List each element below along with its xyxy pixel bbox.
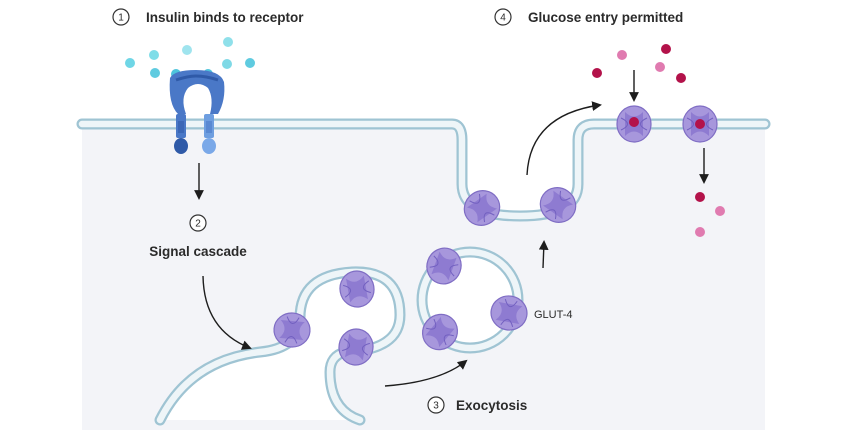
glucose-molecule	[629, 117, 639, 127]
glucose-molecule	[695, 119, 705, 129]
glucose-molecule	[715, 206, 725, 216]
plasma-membrane	[76, 118, 771, 222]
glucose-molecule	[617, 50, 627, 60]
step-3-label: Exocytosis	[456, 398, 527, 413]
arrow-endosome-to-vesicle	[384, 359, 468, 387]
glucose-molecule	[695, 192, 705, 202]
step-2-number: 2	[195, 219, 201, 230]
endosome-membrane	[154, 266, 406, 426]
step-2: 2 Signal cascade	[149, 214, 247, 259]
glucose-molecule	[655, 62, 665, 72]
step-4-label: Glucose entry permitted	[528, 10, 683, 25]
glucose-molecule	[676, 73, 686, 83]
arrow-cascade-to-endosome	[202, 275, 252, 350]
step-4-number: 4	[500, 13, 506, 24]
step-4: 4 Glucose entry permitted	[494, 8, 683, 26]
arrow-exocytosis-to-surface	[526, 101, 602, 176]
glucose-molecule	[695, 227, 705, 237]
glucose-molecule	[592, 68, 602, 78]
glut4-label: GLUT-4	[534, 309, 573, 321]
step-1-label: Insulin binds to receptor	[146, 10, 304, 25]
step-3-number: 3	[433, 401, 439, 412]
step-1: 1 Insulin binds to receptor	[112, 8, 304, 26]
step-2-label: Signal cascade	[149, 244, 247, 259]
step-1-number: 1	[118, 13, 124, 24]
glucose-molecule	[661, 44, 671, 54]
step-3: 3 Exocytosis	[427, 396, 527, 414]
arrow-vesicle-to-membrane	[538, 240, 549, 269]
insulin-receptor	[169, 70, 225, 154]
